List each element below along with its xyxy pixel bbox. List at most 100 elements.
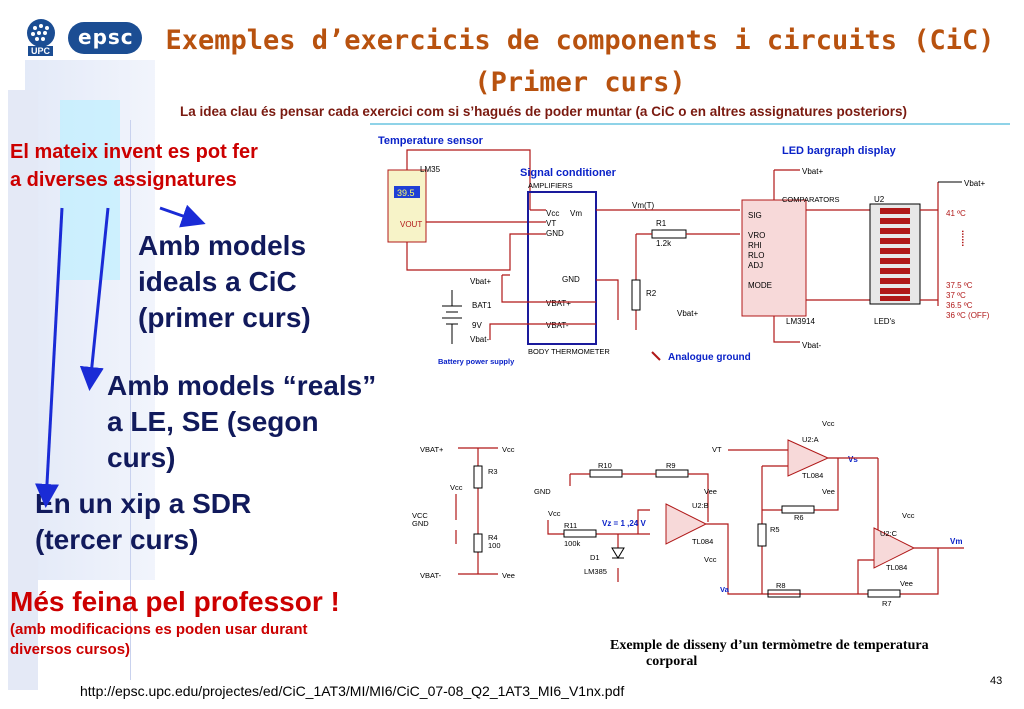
extra-work-note: Més feina pel professor ! xyxy=(10,586,340,617)
battery-supply-label: Battery power supply xyxy=(438,357,515,366)
vcc-4: Vcc xyxy=(704,555,717,564)
vee-2: Vee xyxy=(704,487,717,496)
vcc-1: Vcc xyxy=(502,445,515,454)
r3-label: R3 xyxy=(488,467,498,476)
extra-work-detail: (amb modificacions es poden usar durant … xyxy=(10,620,308,660)
lm3914-block xyxy=(741,199,807,317)
arrow-to-ideal xyxy=(159,204,206,228)
vcc-cap: VCC xyxy=(412,511,428,520)
invent-line: a diverses assignatures xyxy=(10,169,237,191)
r2-label: R2 xyxy=(646,289,657,298)
r5-label: R5 xyxy=(770,525,780,534)
vcc-6: Vcc xyxy=(902,511,915,520)
r11-value: 100k xyxy=(564,539,581,548)
u2c-label: U2:C xyxy=(880,529,898,538)
u2a-opamp xyxy=(787,439,830,477)
analogue-ground-arrow xyxy=(651,351,661,361)
lm35-display xyxy=(394,186,420,198)
background-strip xyxy=(130,120,131,680)
background-strip xyxy=(60,100,120,280)
r4-label: R4 xyxy=(488,533,498,542)
vbat-minus: VBAT- xyxy=(420,571,442,580)
lm385-label: LM385 xyxy=(584,567,607,576)
r6-resistor xyxy=(781,505,815,514)
vee-3: Vee xyxy=(822,487,835,496)
detail-line: diversos cursos) xyxy=(10,641,131,658)
r3-resistor xyxy=(473,465,483,489)
r5-resistor xyxy=(757,523,767,547)
vbat-plus-label-2: Vbat+ xyxy=(677,309,698,318)
r2-resistor xyxy=(631,279,641,311)
vbat-plus-label: Vbat+ xyxy=(470,277,491,286)
background-strip xyxy=(8,90,38,690)
detail-line: (amb modificacions es poden usar durant xyxy=(10,621,308,638)
upc-logo: UPC xyxy=(22,18,60,58)
u2b-model: TL084 xyxy=(692,537,713,546)
battery-voltage: 9V xyxy=(472,321,482,330)
signal-conditioner-block xyxy=(527,191,597,345)
ideal-models-note: Amb models ideals a CiC (primer curs) xyxy=(138,228,311,336)
caption-line: Exemple de disseny d’un termòmetre de te… xyxy=(610,638,929,653)
amplifiers-label: AMPLIFIERS xyxy=(528,181,573,190)
temp-36-5: 36.5 ºC xyxy=(946,301,973,310)
bat1-label: BAT1 xyxy=(472,301,492,310)
signal-conditioner-label: Signal conditioner xyxy=(520,167,617,179)
led-segments xyxy=(880,208,910,301)
temp-41: 41 ºC xyxy=(946,209,966,218)
r4-resistor xyxy=(473,533,483,553)
pin-adj: ADJ xyxy=(748,261,763,270)
u2a-label: U2:A xyxy=(802,435,819,444)
r1-label: R1 xyxy=(656,219,667,228)
pin-mode: MODE xyxy=(748,281,772,290)
vbat-minus-label-2: Vbat- xyxy=(802,341,821,350)
r11-label: R11 xyxy=(564,521,577,530)
r11-resistor xyxy=(563,529,597,538)
r1-value: 1.2k xyxy=(656,239,672,248)
real-models-note: Amb models “reals” a LE, SE (segon curs) xyxy=(107,368,376,476)
pin-rhi: RHI xyxy=(748,241,762,250)
u2b-label: U2:B xyxy=(692,501,709,510)
vm-label: Vm xyxy=(950,537,962,546)
r8-resistor xyxy=(767,589,801,598)
temp-37-5: 37.5 ºC xyxy=(946,281,973,290)
temp-36: 36 ºC (OFF) xyxy=(946,311,990,320)
vcc-5: Vcc xyxy=(822,419,835,428)
chip-line: (tercer curs) xyxy=(35,524,199,555)
lm35-label: LM35 xyxy=(420,165,441,174)
vbat-plus-label-4: Vbat+ xyxy=(964,179,985,188)
title-rule xyxy=(370,123,1010,125)
pin-sig: SIG xyxy=(748,211,762,220)
pdf-link[interactable]: http://epsc.upc.edu/projectes/ed/CiC_1AT… xyxy=(80,683,625,699)
body-thermometer-label: BODY THERMOMETER xyxy=(528,347,610,356)
r6-label: R6 xyxy=(794,513,804,522)
r7-resistor xyxy=(867,589,901,598)
ideal-line: ideals a CiC xyxy=(138,266,297,297)
u2-label: U2 xyxy=(874,195,885,204)
vs-label: Vs xyxy=(848,455,858,464)
temp-sensor-label: Temperature sensor xyxy=(378,135,484,147)
r10-label: R10 xyxy=(598,461,612,470)
comparators-label: COMPARATORS xyxy=(782,195,840,204)
arrow-to-real xyxy=(79,207,110,391)
ideal-line: (primer curs) xyxy=(138,302,311,333)
page-number: 43 xyxy=(990,675,1003,687)
lm35-body xyxy=(387,169,427,243)
vcc-3: Vcc xyxy=(548,509,561,518)
r4-value: 100 xyxy=(488,541,501,550)
chip-note: En un xip a SDR (tercer curs) xyxy=(35,486,251,558)
d1-label: D1 xyxy=(590,553,600,562)
pin-gnd-2: GND xyxy=(562,275,580,284)
pin-gnd: GND xyxy=(546,229,564,238)
temp-37: 37 ºC xyxy=(946,291,966,300)
u2c-model: TL084 xyxy=(886,563,907,572)
r7-label: R7 xyxy=(882,599,892,608)
arrow-to-chip xyxy=(34,207,64,508)
u2a-model: TL084 xyxy=(802,471,823,480)
va-label: Va xyxy=(720,585,730,594)
vbat-minus-label: Vbat- xyxy=(470,335,489,344)
vee-1: Vee xyxy=(502,571,515,580)
lm35-reading: 39.5 xyxy=(397,188,415,198)
pin-vbat-minus: VBAT- xyxy=(546,321,569,330)
epsc-logo-text: epsc xyxy=(78,25,134,49)
pin-vt: VT xyxy=(546,219,556,228)
